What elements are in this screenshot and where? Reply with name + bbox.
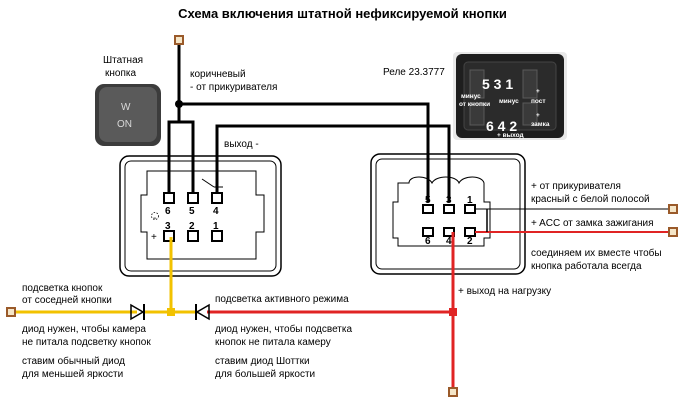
wire-pin4-to-relay3 bbox=[215, 124, 451, 202]
button-connector bbox=[119, 155, 282, 277]
relay-pin-label-4: 4 bbox=[446, 236, 452, 247]
pin-5 bbox=[187, 192, 199, 204]
pin-2 bbox=[187, 230, 199, 242]
neighbor-terminal bbox=[6, 307, 16, 317]
relay-photo-plus2: + bbox=[536, 112, 540, 119]
note-join-1: соединяем их вместе чтобы bbox=[531, 247, 662, 259]
pin-label-1: 1 bbox=[213, 221, 219, 232]
note-ordinary-diode-2: для меньшей яркости bbox=[22, 369, 123, 380]
page-title: Схема включения штатной нефиксируемой кн… bbox=[178, 6, 507, 21]
lighter-terminal bbox=[174, 35, 184, 45]
load-terminal bbox=[448, 387, 458, 397]
relay-photo-output: + выход bbox=[497, 132, 524, 139]
pin-label-5: 5 bbox=[189, 206, 195, 217]
wire-to-pin6 bbox=[167, 104, 181, 197]
relay-pin-1 bbox=[464, 204, 476, 214]
pin-3 bbox=[163, 230, 175, 242]
brown-wire-label-2: - от прикуривателя bbox=[190, 82, 277, 93]
pin-6 bbox=[163, 192, 175, 204]
relay-pin-5 bbox=[422, 204, 434, 214]
relay-photo: 5 3 1 6 4 2 минус от кнопки минус + пост… bbox=[453, 52, 567, 140]
relay-pin-label-2: 2 bbox=[467, 236, 473, 247]
relay-pin-label-1: 1 bbox=[467, 195, 473, 206]
relay-pin-2 bbox=[464, 227, 476, 237]
pin-label-3: 3 bbox=[165, 221, 171, 232]
note-join-2: кнопка работала всегда bbox=[531, 260, 642, 272]
note-diode-left-1: диод нужен, чтобы камера bbox=[22, 323, 146, 335]
relay-pin-label-6: 6 bbox=[425, 236, 431, 247]
note-from-lighter-2: красный с белой полосой bbox=[531, 193, 650, 205]
relay-photo-from-lock: замка bbox=[531, 121, 550, 128]
brown-wire-label-1: коричневый bbox=[190, 69, 246, 80]
button-label-on: ON bbox=[117, 119, 132, 130]
button-caption-line1: Штатная bbox=[103, 55, 143, 66]
switch-symbol bbox=[201, 178, 215, 188]
note-acc: + ACC от замка зажигания bbox=[531, 218, 654, 229]
relay-pin-3 bbox=[443, 204, 455, 214]
button-connector-pins: 6 5 4 3 2 1 + - bbox=[151, 178, 223, 243]
wire-lighter-to-relay5 bbox=[179, 102, 430, 202]
note-from-lighter-1: + от прикуривателя bbox=[531, 181, 621, 192]
pin-4 bbox=[211, 192, 223, 204]
minus-sign: - bbox=[153, 213, 156, 224]
pin-label-2: 2 bbox=[189, 221, 195, 232]
note-backlight-1: подсветка кнопок bbox=[22, 283, 103, 294]
button-caption-line2: кнопка bbox=[105, 68, 136, 79]
plus-sign: + bbox=[151, 232, 157, 243]
note-load-output: + выход на нагрузку bbox=[458, 286, 551, 297]
relay-pin-label-3: 3 bbox=[446, 195, 452, 206]
relay-title: Реле 23.3777 bbox=[383, 67, 445, 78]
button-photo: W ON bbox=[95, 84, 161, 146]
junction-yellow bbox=[167, 308, 175, 316]
button-label-w: W bbox=[121, 102, 131, 113]
note-diode-left-2: не питала подсветку кнопок bbox=[22, 337, 151, 348]
relay-photo-plus: + bbox=[536, 88, 540, 95]
relay-pin-label-5: 5 bbox=[425, 195, 431, 206]
relay-photo-const: пост bbox=[531, 98, 546, 105]
note-active-backlight: подсветка активного режима bbox=[215, 294, 349, 305]
junction-red bbox=[449, 308, 457, 316]
pin-1 bbox=[211, 230, 223, 242]
note-backlight-2: от соседней кнопки bbox=[22, 295, 112, 306]
relay-photo-pins-bottom: 6 4 2 bbox=[486, 118, 517, 134]
diode-right bbox=[195, 303, 210, 321]
relay-photo-pins-top: 5 3 1 bbox=[482, 76, 513, 92]
relay-pin-6 bbox=[422, 227, 434, 237]
wire-to-pin5 bbox=[179, 120, 195, 197]
note-schottky-1: ставим диод Шоттки bbox=[215, 356, 310, 367]
note-diode-right-1: диод нужен, чтобы подсветка bbox=[215, 323, 352, 335]
note-schottky-2: для большей яркости bbox=[215, 368, 315, 380]
acc-terminal bbox=[668, 227, 678, 237]
pin-label-6: 6 bbox=[165, 206, 171, 217]
pin-label-4: 4 bbox=[213, 206, 219, 217]
note-ordinary-diode-1: ставим обычный диод bbox=[22, 355, 125, 367]
junction-dot bbox=[175, 100, 183, 108]
relay-connector-pins: 5 3 1 6 4 2 bbox=[422, 195, 476, 247]
black-wires bbox=[167, 41, 451, 202]
relay-photo-minus-mid: минус bbox=[499, 98, 519, 105]
output-minus-label: выход - bbox=[224, 139, 259, 150]
diode-left bbox=[130, 303, 145, 321]
note-diode-right-2: кнопок не питала камеру bbox=[215, 337, 331, 348]
relay-photo-minus-left: минус bbox=[461, 93, 481, 100]
led-icon bbox=[151, 212, 159, 220]
relay-photo-from-button: от кнопки bbox=[459, 101, 490, 108]
lighter-terminal-right bbox=[668, 204, 678, 214]
